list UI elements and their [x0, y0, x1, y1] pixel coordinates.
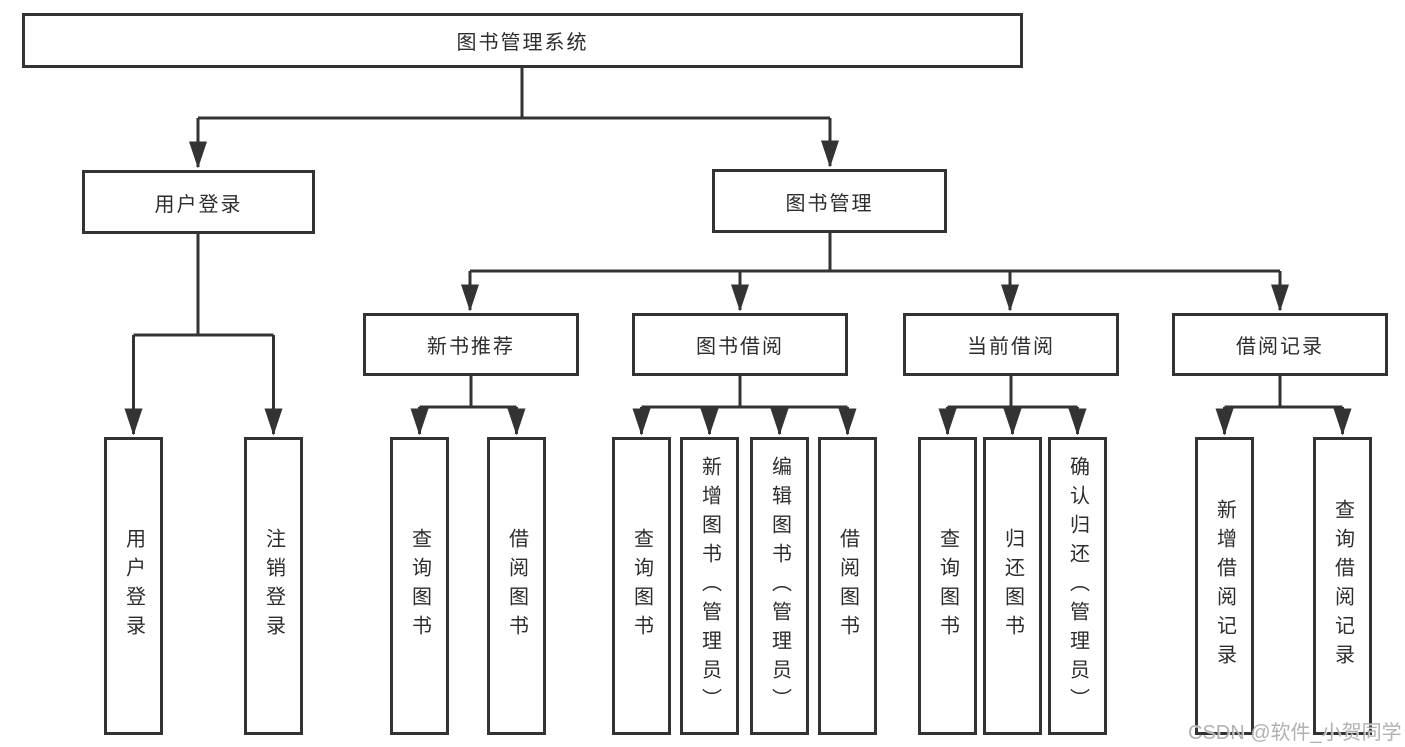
leaf-label: 查询借阅记录	[1331, 499, 1354, 673]
leaf-return-books: 归还图书	[983, 437, 1042, 735]
leaf-edit-book-admin: 编辑图书（管理员）	[750, 437, 809, 735]
leaf-borrow-books-recommend: 借阅图书	[487, 437, 546, 735]
node-label: 借阅记录	[1236, 336, 1324, 358]
node-book-borrowing: 图书借阅	[632, 313, 848, 376]
node-library-management-system: 图书管理系统	[22, 13, 1023, 68]
leaf-label: 新增借阅记录	[1213, 499, 1236, 673]
leaf-label: 确认归还（管理员）	[1066, 455, 1089, 717]
leaf-query-books-current: 查询图书	[918, 437, 977, 735]
leaf-query-borrow-record: 查询借阅记录	[1313, 437, 1372, 735]
node-label: 当前借阅	[967, 336, 1055, 358]
leaf-label: 用户登录	[122, 528, 145, 644]
node-borrowing-records: 借阅记录	[1172, 313, 1388, 376]
node-user-login: 用户登录	[82, 170, 315, 234]
leaf-add-book-admin: 新增图书（管理员）	[680, 437, 739, 735]
node-label: 用户登录	[154, 193, 243, 216]
leaf-label: 注销登录	[262, 528, 285, 644]
leaf-label: 查询图书	[408, 528, 431, 644]
node-book-management: 图书管理	[712, 169, 947, 233]
leaf-label: 借阅图书	[836, 528, 859, 644]
node-label: 图书借阅	[696, 336, 784, 358]
leaf-label: 查询图书	[936, 528, 959, 644]
leaf-label: 借阅图书	[505, 528, 528, 644]
leaf-label: 新增图书（管理员）	[698, 455, 721, 717]
leaf-query-books-borrowing: 查询图书	[612, 437, 671, 735]
leaf-query-books-recommend: 查询图书	[390, 437, 449, 735]
leaf-user-login: 用户登录	[104, 437, 163, 735]
leaf-label: 编辑图书（管理员）	[768, 455, 791, 717]
leaf-logout: 注销登录	[244, 437, 303, 735]
csdn-watermark: CSDN @软件_小贺同学	[1188, 722, 1402, 744]
node-label: 新书推荐	[427, 336, 515, 358]
leaf-borrow-books-borrowing: 借阅图书	[818, 437, 877, 735]
node-label: 图书管理系统	[456, 32, 589, 54]
leaf-confirm-return-admin: 确认归还（管理员）	[1048, 437, 1107, 735]
node-label: 图书管理	[785, 192, 874, 215]
leaf-add-borrow-record: 新增借阅记录	[1195, 437, 1254, 735]
leaf-label: 归还图书	[1001, 528, 1024, 644]
node-new-book-recommendation: 新书推荐	[363, 313, 579, 376]
node-current-borrowing: 当前借阅	[903, 313, 1119, 376]
leaf-label: 查询图书	[630, 528, 653, 644]
